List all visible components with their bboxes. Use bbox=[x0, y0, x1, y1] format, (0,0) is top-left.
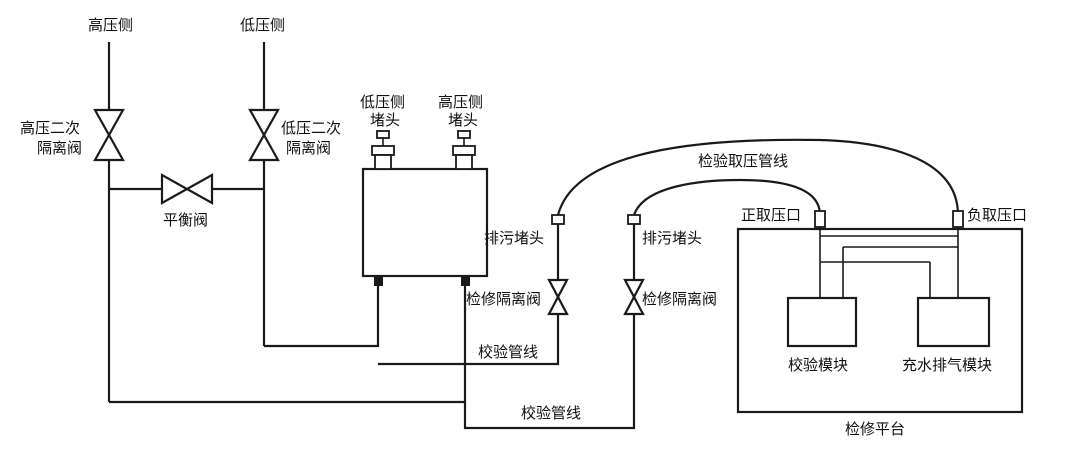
maint-isolation-valve-1[interactable] bbox=[547, 278, 569, 300]
maint-iso-valve-2-label: 检修隔离阀 bbox=[642, 290, 717, 308]
balance-valve-label: 平衡阀 bbox=[163, 211, 208, 229]
maint-isolation-valve-2-lower[interactable] bbox=[623, 294, 645, 316]
transmitter-box bbox=[361, 167, 489, 278]
drain-plug-2[interactable] bbox=[627, 214, 641, 225]
positive-port-label: 正取压口 bbox=[741, 206, 801, 224]
high-side-isolation-valve[interactable] bbox=[93, 108, 125, 138]
inner-pressure-arc bbox=[632, 178, 822, 216]
balance-valve[interactable] bbox=[160, 173, 190, 205]
high-iso-valve-label-2: 隔离阀 bbox=[37, 139, 82, 157]
high-side-to-transmitter bbox=[109, 286, 467, 404]
maintenance-platform-label: 检修平台 bbox=[845, 420, 905, 438]
low-side-to-transmitter bbox=[264, 286, 380, 348]
low-side-isolation-valve-lower[interactable] bbox=[248, 132, 280, 162]
balance-valve-right[interactable] bbox=[184, 173, 214, 205]
high-plug-label-1: 高压侧 bbox=[438, 93, 483, 111]
test-line-2-label: 校验管线 bbox=[521, 404, 581, 422]
negative-port[interactable] bbox=[952, 210, 964, 228]
test-line-1 bbox=[378, 224, 560, 366]
test-line-1-label: 校验管线 bbox=[478, 343, 538, 361]
fill-drain-module-label: 充水排气模块 bbox=[902, 356, 992, 374]
low-plug-label-2: 堵头 bbox=[370, 111, 400, 129]
fill-drain-module-box[interactable] bbox=[916, 296, 991, 348]
calibration-module-label: 校验模块 bbox=[788, 356, 848, 374]
low-port-foot bbox=[374, 276, 383, 286]
low-side-label: 低压侧 bbox=[240, 16, 285, 34]
high-iso-valve-label-1: 高压二次 bbox=[20, 119, 80, 137]
high-side-label: 高压侧 bbox=[88, 16, 133, 34]
negative-port-label: 负取压口 bbox=[967, 206, 1027, 224]
drain-plug-1-label: 排污堵头 bbox=[484, 229, 544, 247]
maint-isolation-valve-2[interactable] bbox=[623, 278, 645, 300]
maint-iso-valve-1-label: 检修隔离阀 bbox=[466, 290, 541, 308]
outer-pressure-arc bbox=[556, 138, 960, 216]
low-iso-valve-label-2: 隔离阀 bbox=[286, 139, 331, 157]
calibration-module-box[interactable] bbox=[786, 296, 858, 348]
drain-plug-1[interactable] bbox=[551, 214, 565, 225]
low-side-isolation-valve[interactable] bbox=[248, 108, 280, 138]
drain-plug-2-label: 排污堵头 bbox=[642, 229, 702, 247]
low-plug-label-1: 低压侧 bbox=[360, 93, 405, 111]
test-line-2 bbox=[463, 224, 636, 430]
test-pressure-line-label: 检验取压管线 bbox=[698, 152, 788, 170]
high-port-foot bbox=[461, 276, 470, 286]
high-plug-label-2: 堵头 bbox=[448, 111, 478, 129]
maint-isolation-valve-1-lower[interactable] bbox=[547, 294, 569, 316]
low-iso-valve-label-1: 低压二次 bbox=[281, 119, 341, 137]
positive-port[interactable] bbox=[814, 210, 826, 228]
high-plug[interactable] bbox=[452, 130, 476, 170]
low-plug[interactable] bbox=[371, 130, 395, 170]
high-side-isolation-valve-lower[interactable] bbox=[93, 132, 125, 162]
